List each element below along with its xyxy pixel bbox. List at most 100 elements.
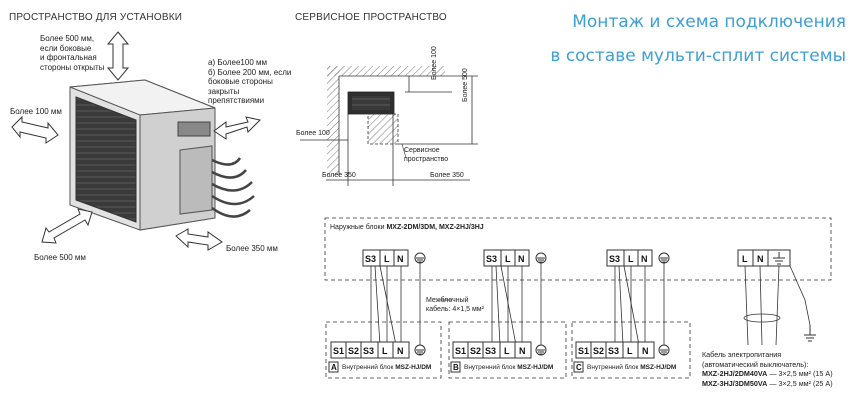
outdoor-terminal-block-2 bbox=[483, 249, 530, 267]
terminal-label: S3 bbox=[365, 254, 376, 264]
power-cable-line: (автоматический выключатель): bbox=[702, 359, 809, 369]
terminal-label: L bbox=[382, 346, 388, 356]
note-line: стороны открыты bbox=[40, 62, 105, 72]
indoor-terminal-block-c bbox=[575, 341, 655, 359]
note-line: а) Более100 мм bbox=[208, 58, 267, 67]
indoor-b-label: Внутренний блок MSZ-HJ/DM bbox=[464, 364, 553, 371]
indoor-c-label: Внутренний блок MSZ-HJ/DM bbox=[587, 364, 676, 371]
side-clearance-note: а) Более100 мм б) Более 200 мм, если бок… bbox=[208, 58, 298, 106]
top-clearance-note: Более 500 мм, если боковые и фронтальная… bbox=[40, 34, 110, 72]
terminal-label: N bbox=[757, 254, 764, 264]
note-line: кабель: 4×1,5 мм² bbox=[426, 306, 484, 313]
indoor-b-boundary bbox=[448, 321, 567, 379]
service-space-drawing bbox=[300, 66, 478, 186]
terminal-label: L bbox=[505, 254, 511, 264]
note-line: закрыты bbox=[208, 86, 240, 96]
power-cable-line: Кабель электропитания bbox=[702, 350, 782, 359]
power-cable-model: MXZ-3HJ/3DM50VA bbox=[702, 378, 768, 388]
note-line: Более 500 мм, bbox=[40, 34, 95, 43]
terminal-label: S1 bbox=[578, 346, 589, 356]
bottom-left-clearance-label: Более 500 мм bbox=[34, 253, 86, 262]
clearance-arrows bbox=[11, 31, 262, 251]
indoor-letter: C bbox=[576, 363, 582, 372]
indoor-terminal-block-a bbox=[330, 341, 410, 359]
power-cable-model: MXZ-2HJ/2DM40VA bbox=[702, 369, 768, 378]
power-cable-row-2: MXZ-3HJ/3DM50VA — 3×2,5 мм² (25 А) bbox=[702, 379, 833, 389]
terminal-label: L bbox=[627, 346, 633, 356]
bottom-left-arrow bbox=[41, 208, 93, 244]
bottom-right-arrow bbox=[175, 228, 223, 251]
terminal-label: S3 bbox=[608, 346, 619, 356]
outdoor-units-label: Наружные блоки MXZ-2DM/3DM, MXZ-2HJ/3HJ bbox=[330, 224, 484, 231]
service-h350-left-label: Более 350 bbox=[322, 172, 356, 179]
letter-box-c bbox=[573, 361, 584, 373]
terminal-label: S3 bbox=[363, 346, 374, 356]
terminal-label: L bbox=[742, 254, 748, 264]
terminal-label: S2 bbox=[593, 346, 604, 356]
terminal-label: L bbox=[628, 254, 634, 264]
service-h350-right-label: Более 350 bbox=[430, 172, 464, 179]
terminal-label: S3 bbox=[486, 254, 497, 264]
note-line: Сервисное bbox=[404, 147, 440, 154]
ground-icon bbox=[658, 344, 670, 356]
indoor-a-boundary bbox=[325, 321, 442, 379]
outdoor-terminal-block-1 bbox=[362, 249, 409, 267]
left-clearance-label: Более 100 мм bbox=[10, 107, 62, 116]
terminal-label: N bbox=[397, 254, 404, 264]
outdoor-unit-boundary bbox=[324, 217, 832, 281]
indoor-terminal-block-b bbox=[452, 341, 532, 359]
note-line: б) Более 200 мм, если bbox=[208, 67, 292, 77]
power-cable-spec: — 3×2,5 мм² (15 А) bbox=[767, 369, 833, 378]
outdoor-unit bbox=[69, 79, 216, 231]
outdoor-units-prefix: Наружные блоки bbox=[330, 224, 387, 231]
airflow-lines bbox=[211, 157, 255, 218]
ground-icon bbox=[658, 252, 670, 264]
terminal-label: L bbox=[504, 346, 510, 356]
indoor-a-label: Внутренний блок MSZ-HJ/DM bbox=[342, 364, 431, 371]
terminal-label: N bbox=[641, 254, 648, 264]
service-space-header: СЕРВИСНОЕ ПРОСТРАНСТВО bbox=[295, 12, 447, 23]
install-space-header: ПРОСТРАНСТВО ДЛЯ УСТАНОВКИ bbox=[9, 12, 183, 23]
ground-icon bbox=[535, 344, 547, 356]
indoor-model: MSZ-HJ/DM bbox=[640, 364, 677, 371]
ground-icon bbox=[804, 325, 816, 342]
terminal-label: N bbox=[519, 346, 526, 356]
outdoor-terminal-block-3 bbox=[606, 249, 653, 267]
note-line: боковые стороны bbox=[208, 77, 273, 86]
terminal-label: S3 bbox=[485, 346, 496, 356]
title-line-2: в составе мульти-сплит системы bbox=[550, 46, 846, 66]
right-arrow bbox=[213, 116, 262, 140]
top-arrow bbox=[106, 31, 130, 81]
terminal-label: S3 bbox=[609, 254, 620, 264]
outdoor-units-models: MXZ-2DM/3DM, MXZ-2HJ/3HJ bbox=[386, 224, 484, 231]
indoor-model: MSZ-HJ/DM bbox=[517, 364, 554, 371]
service-h100-label: Более 100 bbox=[296, 130, 330, 137]
terminal-label: S1 bbox=[455, 346, 466, 356]
note-line: и фронтальная bbox=[40, 53, 97, 62]
ground-icon bbox=[414, 252, 426, 264]
terminal-label: N bbox=[642, 346, 649, 356]
interblock-cable-label: Межблочный кабель: 4×1,5 мм² bbox=[426, 296, 484, 314]
power-cable-row-1: MXZ-2HJ/2DM40VA — 3×2,5 мм² (15 А) bbox=[702, 369, 833, 379]
note-line: Межблочный bbox=[426, 297, 469, 304]
terminal-label: N bbox=[397, 346, 404, 356]
terminal-label: L bbox=[384, 254, 390, 264]
indoor-prefix: Внутренний блок bbox=[342, 364, 396, 371]
indoor-prefix: Внутренний блок bbox=[587, 364, 641, 371]
power-cable-spec: — 3×2,5 мм² (25 А) bbox=[767, 378, 833, 388]
note-line: если боковые bbox=[40, 43, 92, 53]
letter-box-b bbox=[450, 361, 461, 373]
indoor-prefix: Внутренний блок bbox=[464, 364, 518, 371]
interblock-wires bbox=[370, 263, 811, 346]
terminal-label: S1 bbox=[333, 346, 344, 356]
power-cable-note: Кабель электропитания (автоматический вы… bbox=[702, 350, 833, 388]
terminal-label: S2 bbox=[470, 346, 481, 356]
terminal-label: S2 bbox=[348, 346, 359, 356]
ground-icon bbox=[773, 252, 785, 265]
ground-icon bbox=[414, 344, 426, 356]
indoor-letter: A bbox=[331, 363, 337, 372]
ground-icon bbox=[535, 252, 547, 264]
indoor-letter: B bbox=[453, 363, 459, 372]
